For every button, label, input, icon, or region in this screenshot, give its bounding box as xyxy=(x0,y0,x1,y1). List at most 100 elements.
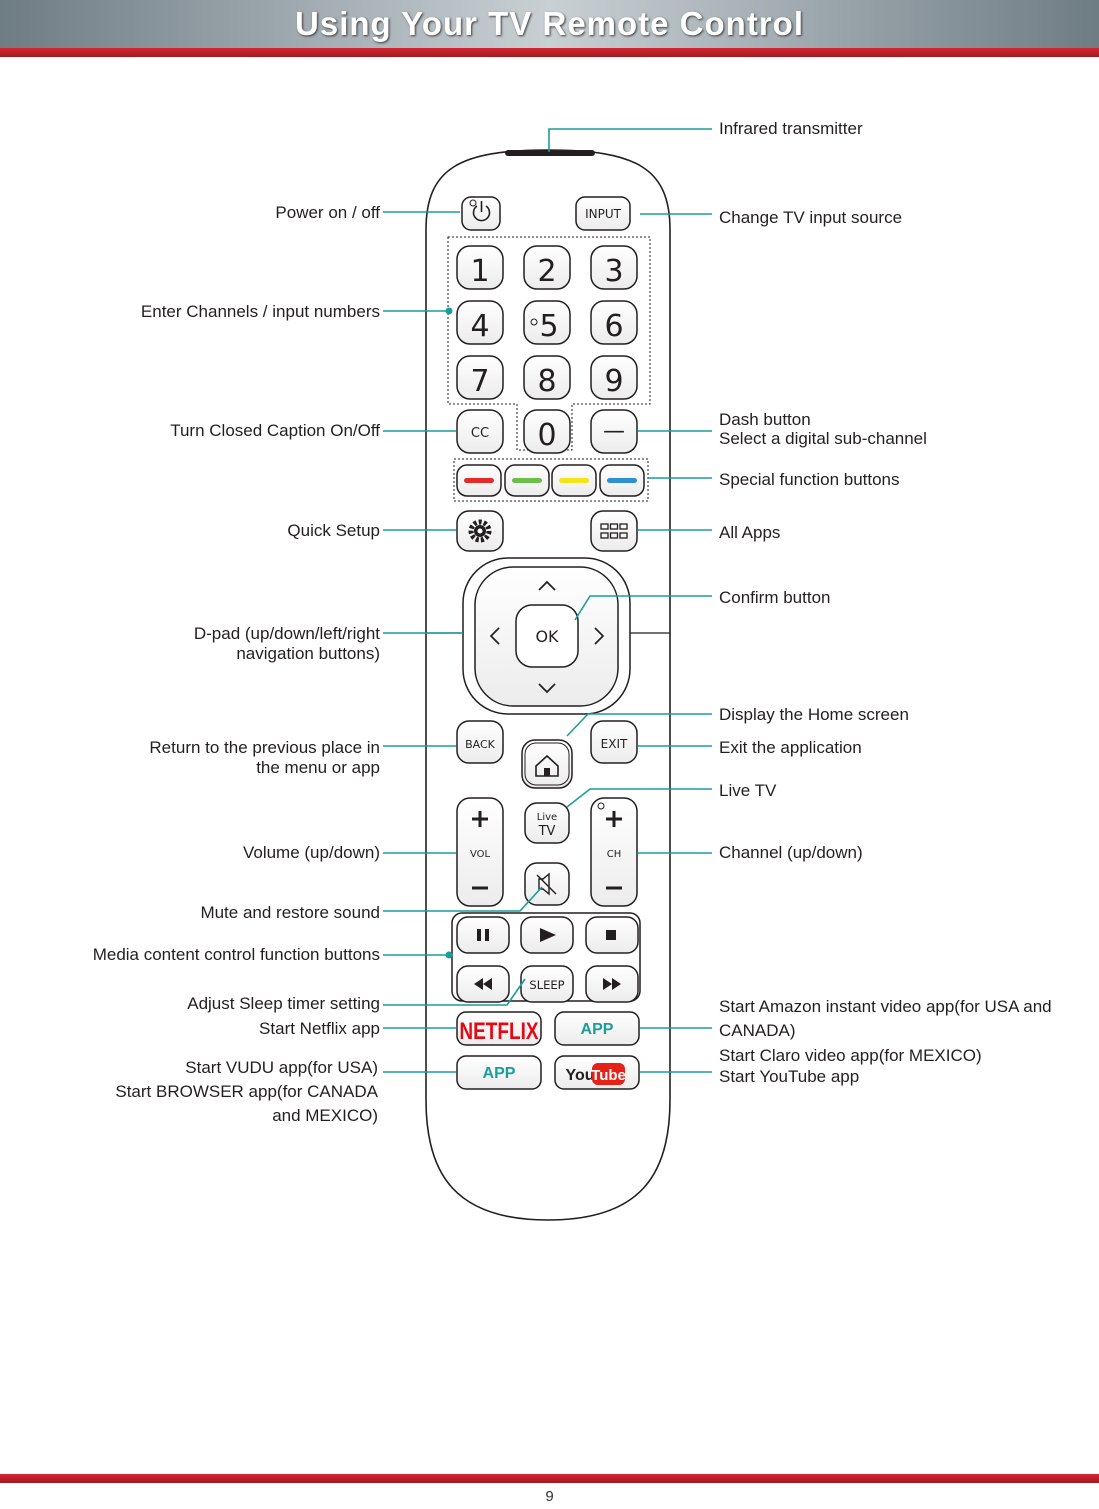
footer-rule xyxy=(0,1474,1099,1483)
header-bar xyxy=(0,0,1099,48)
sleep-button[interactable]: SLEEP xyxy=(520,965,574,1003)
label-return-line1: Return to the previous place in xyxy=(149,738,380,757)
label-quick-setup: Quick Setup xyxy=(287,521,380,540)
dpad-up-arrow[interactable] xyxy=(538,580,556,591)
input-button[interactable]: INPUT xyxy=(575,196,631,231)
digit-label-2: 2 xyxy=(537,254,556,289)
digit-label-9: 9 xyxy=(604,364,623,399)
label-vudu-line3: and MEXICO) xyxy=(272,1106,378,1125)
label-amazon-line1: Start Amazon instant video app(for USA a… xyxy=(719,997,1052,1016)
label-live-tv: Live TV xyxy=(719,781,777,800)
all-apps-button[interactable] xyxy=(590,510,638,552)
ok-button[interactable]: OK xyxy=(515,604,579,668)
rewind-button[interactable] xyxy=(456,965,510,1003)
dpad-right-arrow[interactable] xyxy=(594,627,605,645)
play-button[interactable] xyxy=(520,916,574,954)
amazon-app-button[interactable]: APP xyxy=(554,1011,640,1046)
home-icon xyxy=(535,754,559,777)
stop-button[interactable] xyxy=(585,916,639,954)
green-function-button[interactable] xyxy=(504,464,550,497)
digit-label-8: 8 xyxy=(537,364,556,399)
input-button-label: INPUT xyxy=(585,207,622,221)
blue-function-button[interactable] xyxy=(599,464,645,497)
youtube-button[interactable]: You Tube xyxy=(554,1055,640,1090)
gear-icon xyxy=(468,519,492,543)
digit-label-0: 0 xyxy=(537,418,556,453)
sleep-button-label: SLEEP xyxy=(529,978,564,992)
amazon-app-label: APP xyxy=(581,1021,614,1038)
ch-label: CH xyxy=(607,849,622,860)
digit-button-9[interactable]: 9 xyxy=(590,355,638,400)
exit-button-label: EXIT xyxy=(601,737,628,751)
dpad-left-arrow[interactable] xyxy=(489,627,500,645)
label-dpad-line2: navigation buttons) xyxy=(236,644,380,663)
fast-forward-button[interactable] xyxy=(585,965,639,1003)
digit-button-6[interactable]: 6 xyxy=(590,300,638,345)
power-button[interactable] xyxy=(461,196,501,231)
label-power: Power on / off xyxy=(275,203,380,222)
label-all-apps: All Apps xyxy=(719,523,781,542)
label-channels: Enter Channels / input numbers xyxy=(140,302,380,321)
numpad-outline xyxy=(447,236,651,451)
red-function-button[interactable] xyxy=(456,464,502,497)
digit-button-4[interactable]: 4 xyxy=(456,300,504,345)
pause-icon xyxy=(477,929,489,941)
plus-icon xyxy=(472,811,488,827)
vudu-app-button[interactable]: APP xyxy=(456,1055,542,1090)
cc-button[interactable]: CC xyxy=(456,409,504,454)
label-mute: Mute and restore sound xyxy=(200,903,380,922)
leader-dot-channels xyxy=(445,307,453,315)
yellow-function-button[interactable] xyxy=(551,464,597,497)
label-exit: Exit the application xyxy=(719,738,862,757)
vol-label: VOL xyxy=(470,849,491,860)
digit-button-5[interactable]: 5 xyxy=(523,300,571,345)
digit-label-3: 3 xyxy=(604,254,623,289)
label-sleep: Adjust Sleep timer setting xyxy=(187,994,380,1013)
ok-button-label: OK xyxy=(535,627,559,646)
digit-label-1: 1 xyxy=(470,254,489,289)
digit-button-0[interactable]: 0 xyxy=(523,409,571,454)
digit-button-7[interactable]: 7 xyxy=(456,355,504,400)
digit-label-6: 6 xyxy=(604,309,623,344)
netflix-button[interactable]: NETFLIX xyxy=(456,1011,542,1046)
digit-button-2[interactable]: 2 xyxy=(523,245,571,290)
label-input-source: Change TV input source xyxy=(719,208,903,227)
label-confirm: Confirm button xyxy=(719,588,831,607)
svg-text:You: You xyxy=(565,1067,594,1084)
label-netflix: Start Netflix app xyxy=(259,1019,380,1038)
channel-rocker[interactable]: CH xyxy=(590,797,638,907)
label-channel: Channel (up/down) xyxy=(719,843,863,862)
quick-setup-button[interactable] xyxy=(456,510,504,552)
live-tv-button[interactable]: Live TV xyxy=(524,802,570,844)
special-buttons-outline xyxy=(453,458,649,502)
label-vudu-line2: Start BROWSER app(for CANADA xyxy=(115,1082,378,1101)
digit-button-8[interactable]: 8 xyxy=(523,355,571,400)
back-button[interactable]: BACK xyxy=(456,720,504,764)
header-rule xyxy=(0,48,1099,57)
digit-label-4: 4 xyxy=(470,309,489,344)
stop-icon xyxy=(606,930,616,940)
dash-button[interactable]: — xyxy=(590,409,638,454)
label-claro: Start Claro video app(for MEXICO) xyxy=(719,1046,982,1065)
infrared-window xyxy=(505,150,595,156)
ch-tactile-dot xyxy=(597,802,605,810)
volume-rocker[interactable]: VOL xyxy=(456,797,504,907)
label-dash-line1: Dash button xyxy=(719,410,811,429)
apps-grid-icon xyxy=(600,523,628,539)
label-home: Display the Home screen xyxy=(719,705,909,724)
digit-button-1[interactable]: 1 xyxy=(456,245,504,290)
page-title: Using Your TV Remote Control xyxy=(295,5,804,42)
leader-sleep xyxy=(383,978,526,1006)
power-indicator xyxy=(469,199,477,207)
youtube-logo: You Tube xyxy=(565,1063,626,1085)
leader-home xyxy=(566,713,712,737)
plus-icon xyxy=(606,811,622,827)
pause-button[interactable] xyxy=(456,916,510,954)
digit-button-3[interactable]: 3 xyxy=(590,245,638,290)
label-volume: Volume (up/down) xyxy=(242,843,380,862)
dpad-down-arrow[interactable] xyxy=(538,683,556,694)
home-button[interactable] xyxy=(521,739,573,789)
dash-button-label: — xyxy=(603,419,625,444)
label-youtube: Start YouTube app xyxy=(719,1067,860,1086)
exit-button[interactable]: EXIT xyxy=(590,720,638,764)
